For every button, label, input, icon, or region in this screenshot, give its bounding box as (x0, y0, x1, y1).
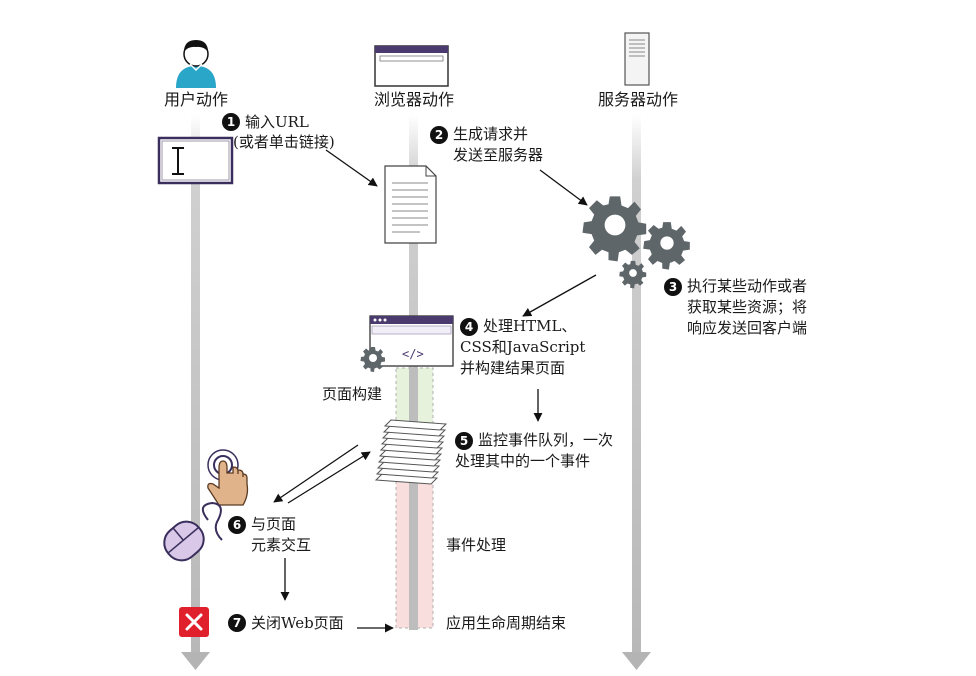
arrow-event-to-user (273, 444, 359, 503)
step-4-label-line-1: 处理HTML、 (483, 317, 577, 335)
step-4-number: 4 (460, 318, 478, 336)
browser-column-header: 浏览器动作 (373, 90, 454, 109)
step-1-number: 1 (222, 113, 240, 131)
lifecycle-end-label: 应用生命周期结束 (446, 614, 567, 632)
step-3-label-line-2: 获取某些资源；将 (687, 298, 808, 316)
touch-hand-icon (207, 449, 249, 506)
step-6-label-line-1: 与页面 (251, 515, 297, 533)
step-5-number: 5 (455, 432, 473, 450)
step-2-label-line-1: 生成请求并 (453, 125, 529, 143)
step-4-label-line-2: CSS和JavaScript (460, 338, 586, 356)
user-timeline (181, 115, 210, 670)
step-2-label-line-2: 发送至服务器 (453, 146, 544, 164)
step-7-number: 7 (228, 614, 246, 632)
step-5-label-line-1: 监控事件队列，一次 (478, 431, 614, 449)
step-6-number: 6 (228, 516, 246, 534)
text-cursor-input-icon (157, 136, 234, 185)
arrow-url-to-request (325, 149, 378, 187)
user-column-header: 用户动作 (163, 90, 228, 109)
flow-arrows (273, 149, 597, 633)
server-timeline (622, 115, 651, 670)
step-2-number: 2 (430, 126, 448, 144)
arrow-user-to-event (287, 451, 371, 504)
server-column-header: 服务器动作 (597, 90, 678, 109)
step-1-label-line-1: 输入URL (245, 113, 309, 131)
browser-window-icon (374, 45, 449, 87)
arrow-response-to-browser (522, 274, 597, 317)
user-avatar-icon (176, 40, 216, 88)
step-5-label-line-2: 处理其中的一个事件 (455, 452, 591, 470)
svg-text:</>: </> (402, 347, 424, 361)
gears-icon (582, 196, 690, 289)
mouse-icon (163, 501, 223, 562)
step-7-label: 关闭Web页面 (251, 614, 344, 632)
arrow-request-to-server (539, 169, 588, 206)
step-1-label-line-2: (或者单击链接) (233, 133, 335, 151)
stacked-pages-icon (374, 419, 448, 485)
step-3-label-line-3: 响应发送回客户端 (687, 319, 808, 337)
step-3-label-line-1: 执行某些动作或者 (687, 277, 808, 295)
step-6-label-line-2: 元素交互 (251, 536, 312, 554)
gear-icon (360, 347, 385, 372)
step-3-number: 3 (664, 278, 682, 296)
close-icon (179, 607, 209, 637)
event-handling-label: 事件处理 (446, 536, 507, 554)
server-tower-icon (624, 32, 650, 86)
document-icon (384, 165, 437, 244)
page-build-label: 页面构建 (322, 385, 383, 403)
step-4-label-line-3: 并构建结果页面 (460, 359, 566, 377)
